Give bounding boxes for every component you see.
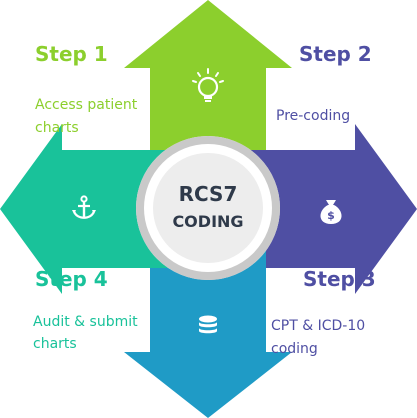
step-3-description-line2: coding [271,341,318,357]
center-title: RCS7 [179,182,238,206]
step-1-description-line2: charts [35,120,79,136]
step-4-description-line2: charts [33,336,77,352]
step-2-title: Step 2 [299,42,372,66]
step-1-description-line1: Access patient [35,97,138,113]
step-2-label: Step 2 Pre-coding [276,42,372,124]
step-4-description-line1: Audit & submit [33,314,138,330]
svg-text:$: $ [327,209,335,222]
step-4-title: Step 4 [35,267,108,291]
step-3-title: Step 3 [303,267,376,291]
step-1-title: Step 1 [35,42,108,66]
lightbulb-icon [192,68,224,102]
database-icon [199,315,217,334]
step-3-label: Step 3 CPT & ICD-10 coding [271,267,376,357]
step-2-description-line1: Pre-coding [276,108,350,124]
step-1-label: Step 1 Access patient charts [35,42,138,136]
anchor-icon [72,195,96,219]
center-hub: RCS7 CODING [136,136,280,280]
step-4-label: Step 4 Audit & submit charts [33,267,138,352]
step-3-description-line1: CPT & ICD-10 [271,318,365,334]
money-bag-icon: $ [320,200,342,224]
center-subtitle: CODING [172,212,243,231]
